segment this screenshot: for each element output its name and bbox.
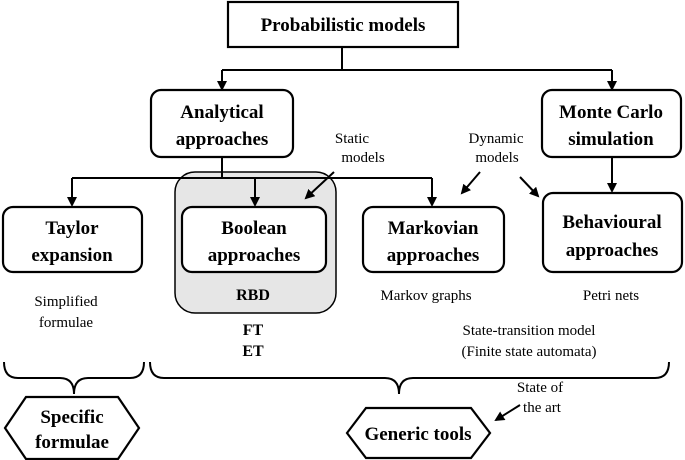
dynamic-arrow-left <box>460 171 481 195</box>
node-specific-formulae: Specific formulae <box>3 395 141 460</box>
node-probabilistic: Probabilistic models <box>226 0 460 49</box>
simplified-line1: Simplified <box>34 294 98 310</box>
behavioural-line1: Behavioural <box>562 212 661 233</box>
static-models-line1: Static <box>335 131 370 147</box>
simplified-line2: formulae <box>39 315 93 331</box>
specific-line2: formulae <box>35 432 109 453</box>
node-behavioural: Behavioural approaches <box>541 191 684 274</box>
rbd-label: RBD <box>236 287 270 304</box>
ft-label: FT <box>243 322 264 339</box>
node-generic-tools: Generic tools <box>345 406 492 460</box>
petri-nets-label: Petri nets <box>583 288 639 304</box>
specific-line1: Specific <box>40 407 103 428</box>
node-boolean: Boolean approaches <box>180 205 328 274</box>
static-models-arrow <box>304 171 335 200</box>
analytical-line2: approaches <box>176 129 269 150</box>
montecarlo-line1: Monte Carlo <box>559 102 663 123</box>
taylor-line2: expansion <box>31 245 113 266</box>
edges <box>67 48 617 422</box>
node-taylor: Taylor expansion <box>1 205 144 274</box>
dynamic-models-line2: models <box>475 150 518 166</box>
generic-label: Generic tools <box>364 424 471 445</box>
behavioural-line2: approaches <box>566 240 659 261</box>
node-analytical: Analytical approaches <box>149 88 295 159</box>
state-transition-line2: (Finite state automata) <box>462 344 597 360</box>
et-label: ET <box>242 343 264 360</box>
static-models-line2: models <box>341 150 384 166</box>
analytical-line1: Analytical <box>180 102 263 123</box>
state-of-art-line2: the art <box>523 400 562 416</box>
brace-generic <box>149 361 670 395</box>
probabilistic-label: Probabilistic models <box>261 15 426 36</box>
node-markovian: Markovian approaches <box>361 205 506 274</box>
markovian-line2: approaches <box>387 245 480 266</box>
state-transition-line1: State-transition model <box>463 323 596 339</box>
state-of-art-line1: State of <box>517 380 563 396</box>
taylor-line1: Taylor <box>45 218 99 239</box>
node-montecarlo: Monte Carlo simulation <box>540 88 683 159</box>
state-of-art-arrow <box>494 404 521 422</box>
boolean-line2: approaches <box>208 245 301 266</box>
markovian-line1: Markovian <box>388 218 479 239</box>
markov-graphs-label: Markov graphs <box>380 288 471 304</box>
montecarlo-line2: simulation <box>568 129 654 150</box>
dynamic-models-line1: Dynamic <box>469 131 524 147</box>
boolean-line1: Boolean <box>221 218 287 239</box>
brace-specific <box>3 361 145 395</box>
dynamic-arrow-right <box>519 176 540 198</box>
